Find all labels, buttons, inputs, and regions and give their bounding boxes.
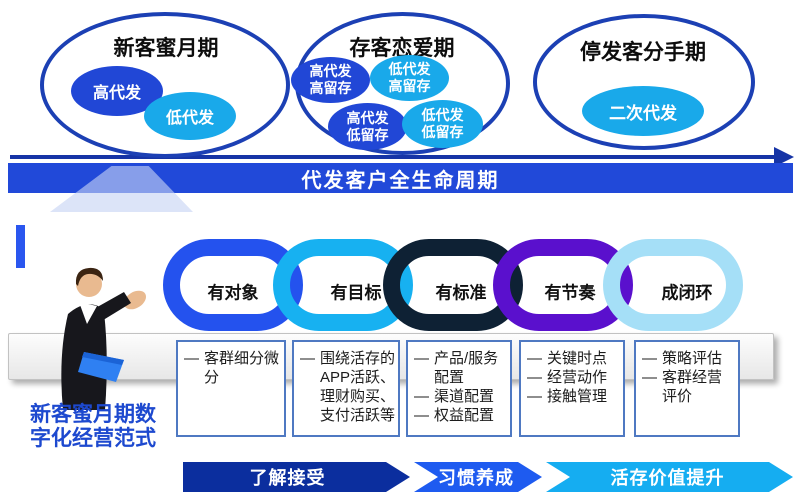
detail-item-text: 客群经营评价 xyxy=(662,369,723,405)
detail-item-text: 策略评估 xyxy=(662,350,723,367)
ring-label-target-audience: 有对象 xyxy=(207,283,259,303)
detail-item: — 围绕活存的APP活跃、理财购买、支付活跃等 xyxy=(300,349,395,425)
ring-label-closed-loop: 成闭环 xyxy=(661,283,713,303)
detail-box-configuration: — 产品/服务配置 — 渠道配置 — 权益配置 xyxy=(406,340,512,437)
detail-box-operation: — 关键时点 — 经营动作 — 接触管理 xyxy=(519,340,625,437)
bubble-label: 高代发高留存 xyxy=(309,63,352,96)
detail-box-evaluation: — 策略评估 — 客群经营评价 xyxy=(634,340,740,437)
detail-item: — 客群细分微分 xyxy=(184,349,281,387)
chain-ring-5 xyxy=(603,239,743,331)
phase-label: 活存价值提升 xyxy=(610,468,725,488)
presenter-head xyxy=(76,271,102,297)
detail-box-segmentation: — 客群细分微分 xyxy=(176,340,286,437)
presenter-shirt xyxy=(79,302,97,324)
dash-bullet: — xyxy=(414,388,429,405)
stage-title-breakup: 停发客分手期 xyxy=(580,41,706,64)
bubble-label: 高代发 xyxy=(92,85,141,102)
detail-item: — 接触管理 xyxy=(527,387,620,406)
phase-arrow-habit-forming: 习惯养成 xyxy=(414,462,542,492)
detail-item: — 渠道配置 xyxy=(414,387,507,406)
detail-item: — 客群经营评价 xyxy=(642,368,735,406)
detail-item: — 经营动作 xyxy=(527,368,620,387)
bubble-label: 高代发低留存 xyxy=(346,109,389,143)
presenter-illustration xyxy=(61,267,147,410)
paradigm-title: 新客蜜月期数字化经营范式 xyxy=(30,403,156,450)
stage-title-love: 存客恋爱期 xyxy=(349,37,455,60)
segment-bubble-second-payroll: 二次代发 xyxy=(582,86,704,136)
timeline-arrow-line xyxy=(10,155,776,159)
ring-label-rhythm: 有节奏 xyxy=(544,283,596,303)
segment-bubble-low-payroll: 低代发 xyxy=(144,92,236,140)
dash-bullet: — xyxy=(414,407,429,424)
detail-item-text: 接触管理 xyxy=(547,388,608,405)
dash-bullet: — xyxy=(527,369,542,386)
segment-bubble-low-payroll-high-retain: 低代发高留存 xyxy=(370,55,449,101)
dash-bullet: — xyxy=(184,350,199,367)
segment-bubble-high-payroll-low-retain: 高代发低留存 xyxy=(328,103,407,150)
phase-label: 习惯养成 xyxy=(438,468,514,488)
bubble-label: 低代发高留存 xyxy=(388,61,431,94)
lifecycle-band-label: 代发客户全生命周期 xyxy=(301,169,500,192)
dash-bullet: — xyxy=(300,350,315,367)
segment-bubble-high-payroll-high-retain: 高代发高留存 xyxy=(291,57,370,103)
dash-bullet: — xyxy=(642,369,657,386)
stage-title-honeymoon: 新客蜜月期 xyxy=(113,37,219,60)
accent-bar xyxy=(16,225,25,268)
ring-label-goal: 有目标 xyxy=(330,283,382,303)
ring-label-standard: 有标准 xyxy=(435,283,487,303)
dash-bullet: — xyxy=(527,350,542,367)
phase-arrow-understand-accept: 了解接受 xyxy=(183,462,410,492)
detail-item-text: 产品/服务配置 xyxy=(434,350,499,386)
detail-box-activity: — 围绕活存的APP活跃、理财购买、支付活跃等 xyxy=(292,340,400,437)
detail-item-text: 客群细分微分 xyxy=(204,350,280,386)
detail-item-text: 关键时点 xyxy=(547,350,608,367)
dash-bullet: — xyxy=(642,350,657,367)
detail-item-text: 渠道配置 xyxy=(434,388,495,405)
timeline-arrowhead-icon xyxy=(774,147,794,167)
detail-item: — 策略评估 xyxy=(642,349,735,368)
dash-bullet: — xyxy=(414,350,429,367)
bubble-label: 低代发低留存 xyxy=(421,107,464,140)
detail-item-text: 权益配置 xyxy=(434,407,495,424)
phase-arrow-retention-value-uplift: 活存价值提升 xyxy=(546,462,793,492)
presenter-folder-edge xyxy=(82,352,124,365)
segment-bubble-low-payroll-low-retain: 低代发低留存 xyxy=(402,100,483,148)
dash-bullet: — xyxy=(527,388,542,405)
detail-item: — 关键时点 xyxy=(527,349,620,368)
presenter-hand xyxy=(123,290,147,310)
presenter-hair xyxy=(75,267,103,286)
stage-ellipse-breakup xyxy=(533,14,755,150)
detail-item-text: 围绕活存的APP活跃、理财购买、支付活跃等 xyxy=(320,350,396,424)
detail-item: — 权益配置 xyxy=(414,406,507,425)
detail-item: — 产品/服务配置 xyxy=(414,349,507,387)
phase-label: 了解接受 xyxy=(249,468,326,488)
bubble-label: 低代发 xyxy=(165,110,214,127)
bubble-label: 二次代发 xyxy=(609,103,677,123)
detail-item-text: 经营动作 xyxy=(547,369,608,386)
presenter-arm xyxy=(92,292,131,322)
